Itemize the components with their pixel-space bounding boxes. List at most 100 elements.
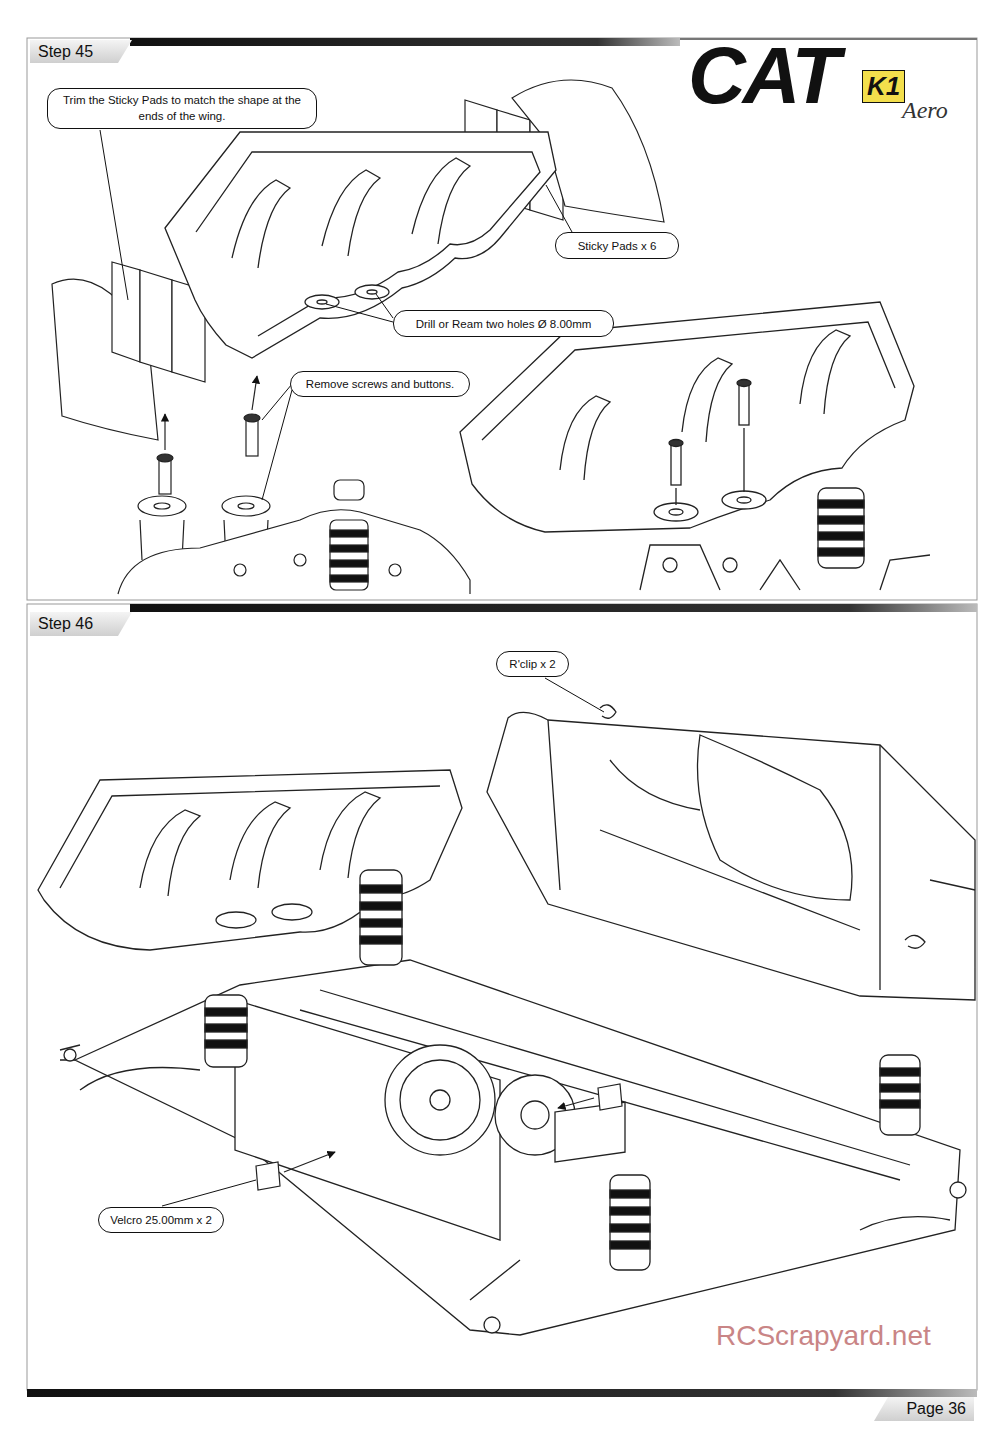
chassis xyxy=(60,870,966,1335)
callout-text: Page 36 xyxy=(906,1400,966,1418)
chassis xyxy=(360,919,402,927)
mounted-wing xyxy=(682,358,732,442)
brand-logo: K1 xyxy=(862,70,905,103)
page-tab: Page 36 xyxy=(874,1397,974,1421)
body-shell xyxy=(548,720,880,990)
chassis xyxy=(205,885,920,1249)
chassis xyxy=(484,1317,500,1333)
chassis xyxy=(360,870,402,965)
body-shell xyxy=(487,705,975,1000)
page-frame xyxy=(27,38,977,600)
leader-lines xyxy=(262,390,292,500)
mounted-wing xyxy=(743,428,744,492)
chassis xyxy=(610,1207,650,1215)
body-shell xyxy=(600,760,975,930)
mounted-wing xyxy=(818,500,864,556)
mounted-wing xyxy=(739,385,749,425)
leader-lines xyxy=(326,304,393,322)
mounted-wing xyxy=(460,302,930,590)
mounted-wing xyxy=(818,532,864,540)
callout-box: Sticky Pads x 6 xyxy=(555,232,679,259)
chassis xyxy=(610,1241,650,1249)
screws-and-buttons xyxy=(138,496,186,516)
step-tab: Step 46 xyxy=(30,612,132,636)
brand-logo: CAT xyxy=(688,36,837,116)
chassis-part xyxy=(389,564,401,576)
velcro-pads xyxy=(256,1084,622,1190)
chassis xyxy=(205,1008,247,1016)
chassis-part xyxy=(330,530,368,582)
leader-lines xyxy=(162,1180,256,1206)
mounted-wing xyxy=(669,509,683,515)
rear-wing xyxy=(367,290,377,294)
chassis xyxy=(430,1090,450,1110)
mounted-wing xyxy=(723,558,737,572)
callout-text: Sticky Pads x 6 xyxy=(578,240,657,252)
screws-and-buttons xyxy=(222,496,270,516)
brand-logo: Aero xyxy=(902,98,948,122)
rear-wing xyxy=(355,285,389,299)
chassis xyxy=(950,1182,966,1198)
mounted-wing xyxy=(675,488,676,505)
watermark: RCScrapyard.net xyxy=(716,1322,931,1350)
mounted-wing xyxy=(800,330,850,414)
mounted-wing xyxy=(560,396,610,480)
chassis-part xyxy=(334,480,364,500)
mounted-wing xyxy=(722,491,766,509)
callout-text: Remove screws and buttons. xyxy=(306,378,454,390)
callout-box: R'clip x 2 xyxy=(496,651,569,677)
velcro-pads xyxy=(284,1152,335,1172)
rear-wing xyxy=(196,152,540,336)
chassis xyxy=(360,936,402,944)
screws-and-buttons xyxy=(246,420,258,456)
body-shell xyxy=(487,712,975,1000)
screws-and-buttons xyxy=(252,376,257,410)
header-bars xyxy=(130,38,680,46)
step-tab: Step 45 xyxy=(30,40,132,63)
chassis xyxy=(205,1024,247,1032)
chassis-part xyxy=(294,554,306,566)
mounted-wing xyxy=(663,558,677,572)
sticky-pads xyxy=(140,270,172,372)
leader-lines xyxy=(262,384,292,420)
chassis xyxy=(400,1060,480,1140)
callout-box: Velcro 25.00mm x 2 xyxy=(98,1207,224,1233)
mounted-wing xyxy=(737,497,751,503)
chassis-part xyxy=(118,480,470,594)
chassis xyxy=(360,902,402,910)
screws-and-buttons xyxy=(154,503,170,509)
step46-wing xyxy=(38,770,462,950)
mounted-wing xyxy=(818,548,864,556)
chassis-part xyxy=(330,530,368,537)
header-bars xyxy=(27,1389,977,1397)
chassis xyxy=(75,960,960,1335)
chassis xyxy=(880,1068,920,1076)
callout-box: Drill or Ream two holes Ø 8.00mm xyxy=(393,310,614,337)
callout-text: Velcro 25.00mm x 2 xyxy=(110,1214,212,1226)
chassis xyxy=(80,1068,950,1301)
step46-wing xyxy=(230,802,290,888)
leader-lines xyxy=(100,130,128,300)
callout-text: Step 45 xyxy=(38,43,93,61)
chassis xyxy=(610,1224,650,1232)
velcro-pads xyxy=(598,1084,622,1110)
screws-and-buttons xyxy=(138,376,270,560)
step46-wing xyxy=(140,810,200,896)
mounted-wing xyxy=(737,380,751,387)
step46-wing xyxy=(320,792,380,878)
sticky-pads xyxy=(112,262,140,362)
chassis-part xyxy=(118,510,470,594)
callout-text: Drill or Ream two holes Ø 8.00mm xyxy=(416,318,592,330)
callout-box: Trim the Sticky Pads to match the shape … xyxy=(47,88,317,129)
chassis-part xyxy=(330,545,368,552)
chassis-part xyxy=(330,560,368,567)
chassis xyxy=(610,1190,650,1198)
header-bars xyxy=(27,38,977,1397)
chassis xyxy=(610,1175,650,1270)
chassis xyxy=(521,1101,549,1129)
rear-wing xyxy=(412,158,470,244)
rear-wing xyxy=(317,300,327,304)
chassis xyxy=(205,995,247,1067)
velcro-pads xyxy=(256,1162,280,1190)
